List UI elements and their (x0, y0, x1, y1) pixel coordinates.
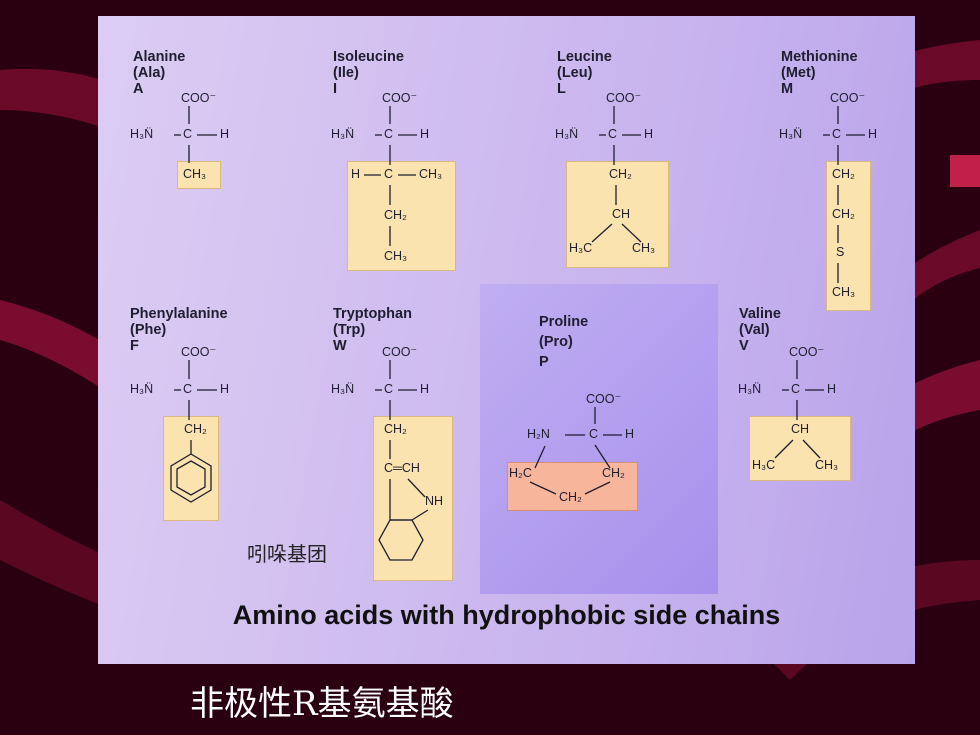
aa-abbr3: (Ala) (133, 65, 166, 81)
side-nh: NH (425, 494, 444, 508)
side-ch3: CH₃ (419, 167, 443, 181)
alpha-carbon: C (791, 382, 801, 396)
aa-abbr1: A (133, 81, 144, 97)
amino-group: H₂N (527, 427, 550, 441)
carboxylate: COO⁻ (586, 392, 622, 406)
alpha-hydrogen: H (625, 427, 635, 441)
aa-abbr3: (Ile) (333, 65, 359, 81)
aa-name: Proline (539, 314, 589, 330)
side-chain-box (566, 161, 669, 268)
side-ch2: CH₂ (832, 167, 855, 181)
aa-abbr1: M (781, 81, 794, 97)
methionine-label: Methionine (Met) M (781, 49, 858, 97)
aa-name: Valine (739, 306, 781, 322)
side-chain-box (749, 416, 851, 481)
side-h2c: H₂C (509, 466, 532, 480)
aa-name: Leucine (557, 49, 612, 65)
side-chain-box (177, 161, 221, 189)
aa-name: Phenylalanine (130, 306, 228, 322)
beta-carbon: C (384, 167, 394, 181)
leucine-label: Leucine (Leu) L (557, 49, 612, 97)
carboxylate: COO⁻ (181, 345, 217, 359)
aa-abbr3: (Pro) (539, 334, 573, 350)
alanine-label: Alanine (Ala) A (133, 49, 185, 97)
aa-abbr1: V (739, 338, 749, 354)
proline-label: Proline (Pro) P (539, 314, 588, 370)
amino-group: H₃N̈ (738, 382, 762, 396)
aa-abbr3: (Leu) (557, 65, 593, 81)
amino-group: H₃N̈ (130, 127, 154, 141)
aa-abbr1: W (333, 338, 347, 354)
aa-name: Alanine (133, 49, 186, 65)
indole-annotation: 吲哚基团 (247, 544, 327, 566)
side-sulfur: S (836, 245, 845, 259)
amino-group: H₃N̈ (331, 382, 355, 396)
side-ch2: CH₂ (384, 422, 407, 436)
alpha-hydrogen: H (644, 127, 654, 141)
alpha-hydrogen: H (220, 382, 230, 396)
amino-group: H₃N̈ (555, 127, 579, 141)
side-ch2: CH₂ (832, 207, 855, 221)
amino-group: H₃N̈ (331, 127, 355, 141)
accent-bar (950, 155, 980, 187)
side-ch3: CH₃ (384, 249, 408, 263)
amino-group: H₃N̈ (130, 382, 154, 396)
alpha-carbon: C (589, 427, 599, 441)
alpha-carbon: C (384, 127, 394, 141)
alpha-hydrogen: H (220, 127, 230, 141)
side-ch2: CH₂ (559, 490, 582, 504)
side-ch: CH (791, 422, 810, 436)
carboxylate: COO⁻ (181, 91, 217, 105)
carboxylate: COO⁻ (606, 91, 642, 105)
proline-panel (480, 284, 718, 594)
slide-title: 非极性R基氨基酸 (190, 684, 454, 724)
alpha-hydrogen: H (420, 127, 430, 141)
alpha-carbon: C (183, 382, 193, 396)
aa-abbr3: (Phe) (130, 322, 167, 338)
alpha-hydrogen: H (827, 382, 837, 396)
side-ch3: CH₃ (183, 167, 207, 181)
side-ch3: CH₃ (815, 458, 839, 472)
carboxylate: COO⁻ (789, 345, 825, 359)
side-ch2: CH₂ (602, 466, 625, 480)
aa-name: Isoleucine (333, 49, 404, 65)
alpha-hydrogen: H (868, 127, 878, 141)
aa-abbr3: (Val) (739, 322, 770, 338)
tryptophan-label: Tryptophan (Trp) W (333, 306, 412, 354)
phenylalanine-label: Phenylalanine (Phe) F (130, 306, 228, 354)
aa-abbr1: F (130, 338, 139, 354)
side-chain-box (507, 462, 638, 511)
side-ch2: CH₂ (184, 422, 207, 436)
alpha-carbon: C (832, 127, 842, 141)
alpha-carbon: C (183, 127, 193, 141)
amino-group: H₃N̈ (779, 127, 803, 141)
side-h3c: H₃C (752, 458, 776, 472)
aa-name: Tryptophan (333, 306, 412, 322)
side-ch2: CH₂ (609, 167, 632, 181)
isoleucine-label: Isoleucine (Ile) I (333, 49, 404, 97)
beta-hydrogen: H (351, 167, 361, 181)
side-ch3: CH₃ (832, 285, 856, 299)
side-h3c: H₃C (569, 241, 593, 255)
aa-abbr1: L (557, 81, 566, 97)
carboxylate: COO⁻ (382, 345, 418, 359)
aa-abbr3: (Met) (781, 65, 816, 81)
aa-abbr3: (Trp) (333, 322, 366, 338)
valine-label: Valine (Val) V (739, 306, 781, 354)
aa-abbr1: I (333, 81, 338, 97)
alpha-carbon: C (384, 382, 394, 396)
aa-name: Methionine (781, 49, 858, 65)
carboxylate: COO⁻ (830, 91, 866, 105)
alpha-carbon: C (608, 127, 618, 141)
aa-abbr1: P (539, 354, 549, 370)
side-chain-box (347, 161, 456, 271)
figure-caption: Amino acids with hydrophobic side chains (232, 600, 781, 630)
side-ch3: CH₃ (632, 241, 656, 255)
side-ch: CH (612, 207, 631, 221)
carboxylate: COO⁻ (382, 91, 418, 105)
side-ch2: CH₂ (384, 208, 407, 222)
side-c-eq-ch: C═CH (384, 461, 420, 475)
alpha-hydrogen: H (420, 382, 430, 396)
side-chain-box (826, 161, 871, 311)
